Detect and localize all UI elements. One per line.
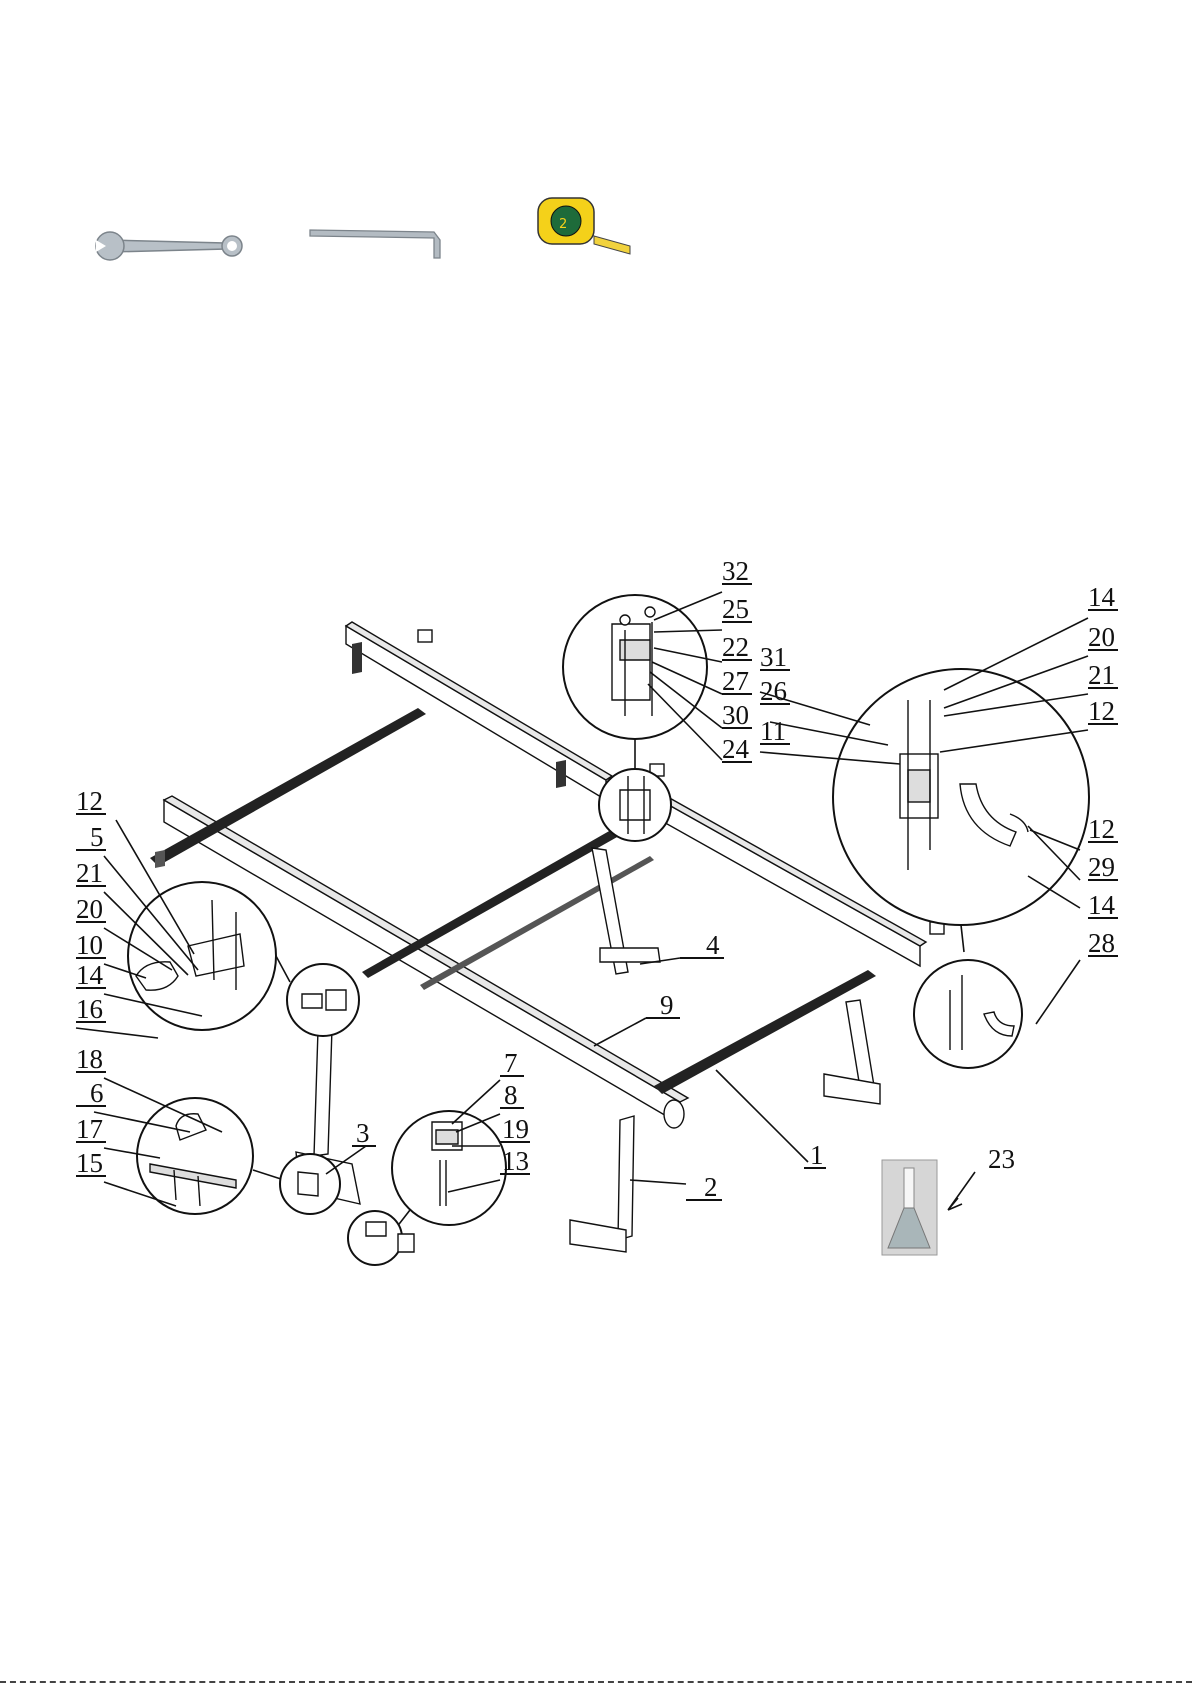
callout-18: 18 — [76, 1044, 103, 1074]
wrench-icon — [96, 232, 242, 260]
callout-7: 7 — [504, 1048, 518, 1078]
callout-28: 28 — [1088, 928, 1115, 958]
callout-14-top: 14 — [1088, 582, 1116, 612]
callout-1: 1 — [810, 1140, 824, 1170]
callout-4: 4 — [706, 930, 720, 960]
callout-20-right: 20 — [1088, 622, 1115, 652]
detail-left-lower — [137, 1098, 340, 1214]
callout-21-right: 21 — [1088, 660, 1115, 690]
callout-12-right-lower: 12 — [1088, 814, 1115, 844]
callout-11: 11 — [760, 716, 786, 746]
callout-5: 5 — [90, 822, 104, 852]
callout-30: 30 — [722, 700, 749, 730]
callout-22: 22 — [722, 632, 749, 662]
page-bottom-rule — [0, 1681, 1192, 1683]
callout-3: 3 — [356, 1118, 370, 1148]
callout-2: 2 — [704, 1172, 718, 1202]
callout-27: 27 — [722, 666, 749, 696]
callout-20-left: 20 — [76, 894, 103, 924]
callout-25: 25 — [722, 594, 749, 624]
callout-29: 29 — [1088, 852, 1115, 882]
callout-17: 17 — [76, 1114, 103, 1144]
tape-measure-icon: 2 — [538, 198, 630, 254]
callout-15: 15 — [76, 1148, 103, 1178]
callout-16: 16 — [76, 994, 103, 1024]
callout-21-left: 21 — [76, 858, 103, 888]
callout-26: 26 — [760, 676, 787, 706]
callout-10: 10 — [76, 930, 103, 960]
callout-8: 8 — [504, 1080, 518, 1110]
callout-6: 6 — [90, 1078, 104, 1108]
bed-rails — [150, 708, 876, 1094]
squeegee-image — [882, 1160, 937, 1255]
callout-13: 13 — [502, 1146, 529, 1176]
detail-right — [833, 669, 1089, 1068]
callout-32: 32 — [722, 556, 749, 586]
callout-14-right-lower: 14 — [1088, 890, 1116, 920]
callout-12-left: 12 — [76, 786, 103, 816]
callout-23: 23 — [988, 1144, 1015, 1174]
callout-31: 31 — [760, 642, 787, 672]
callout-9: 9 — [660, 990, 674, 1020]
callout-19: 19 — [502, 1114, 529, 1144]
callout-14-left: 14 — [76, 960, 104, 990]
hex-key-icon — [310, 230, 440, 258]
detail-top-center — [563, 595, 707, 841]
callout-12-right: 12 — [1088, 696, 1115, 726]
detail-bottom-center — [348, 1111, 506, 1265]
callout-24: 24 — [722, 734, 750, 764]
svg-text:2: 2 — [559, 217, 567, 232]
